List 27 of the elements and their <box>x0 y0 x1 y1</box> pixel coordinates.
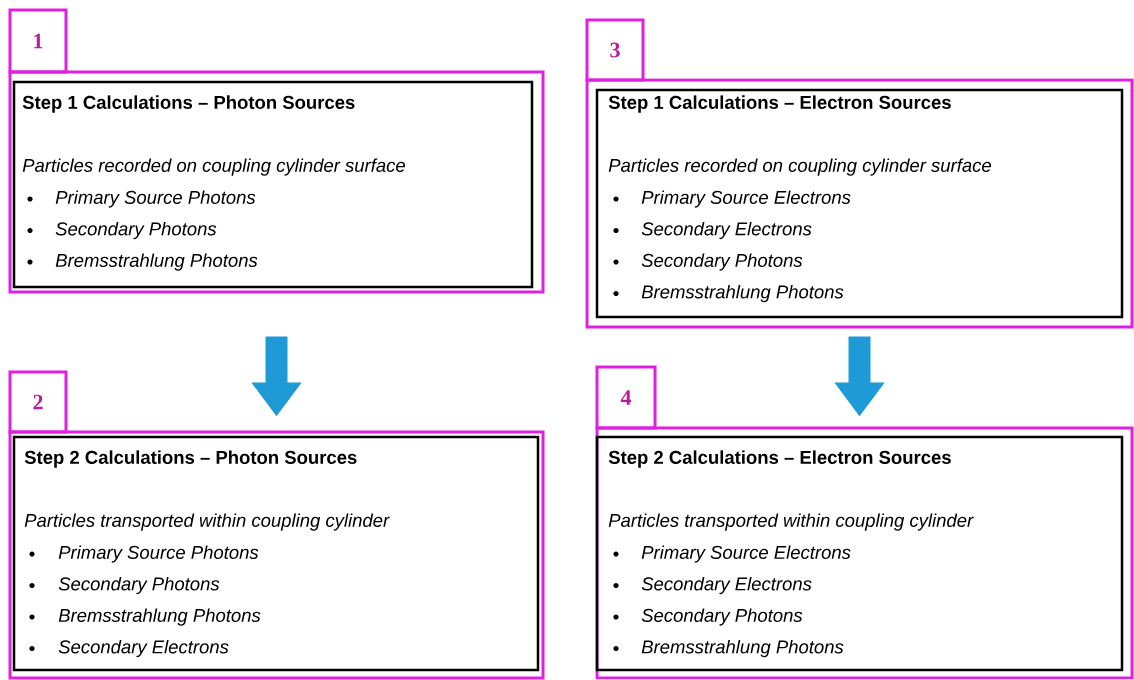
bullet-item: Primary Source Electrons <box>613 545 851 563</box>
bullet-item: Primary Source Electrons <box>613 190 851 208</box>
subtitle: Particles transported within coupling cylinder <box>24 513 390 531</box>
number-tab: 2 <box>8 370 68 434</box>
bullet-item: Primary Source Photons <box>29 545 259 563</box>
bullet-item: Secondary Photons <box>27 221 217 240</box>
bullet-item: Secondary Photons <box>613 253 803 271</box>
subtitle: Particles transported within coupling cylinder <box>608 513 974 531</box>
bullet-item: Secondary Photons <box>613 608 803 626</box>
heading: Step 1 Calculations – Photon Sources <box>22 95 355 113</box>
bullet-item: Bremsstrahlung Photons <box>29 608 261 626</box>
bullet-item: Bremsstrahlung Photons <box>613 639 844 658</box>
number-tab: 1 <box>8 8 68 74</box>
number-tab: 4 <box>595 365 657 430</box>
bullet-item: Bremsstrahlung Photons <box>27 253 258 271</box>
bullet-item: Secondary Electrons <box>613 221 812 240</box>
number-tab: 3 <box>585 18 645 82</box>
heading: Step 2 Calculations – Electron Sources <box>608 450 951 468</box>
bullet-item: Bremsstrahlung Photons <box>613 284 844 303</box>
subtitle: Particles recorded on coupling cylinder surface <box>608 158 991 176</box>
subtitle: Particles recorded on coupling cylinder surface <box>22 158 405 176</box>
bullet-item: Secondary Photons <box>29 576 220 595</box>
heading: Step 2 Calculations – Photon Sources <box>24 450 357 468</box>
bullet-item: Primary Source Photons <box>27 190 256 208</box>
heading: Step 1 Calculations – Electron Sources <box>608 95 951 113</box>
bullet-item: Secondary Electrons <box>613 576 812 595</box>
bullet-item: Secondary Electrons <box>29 639 229 658</box>
